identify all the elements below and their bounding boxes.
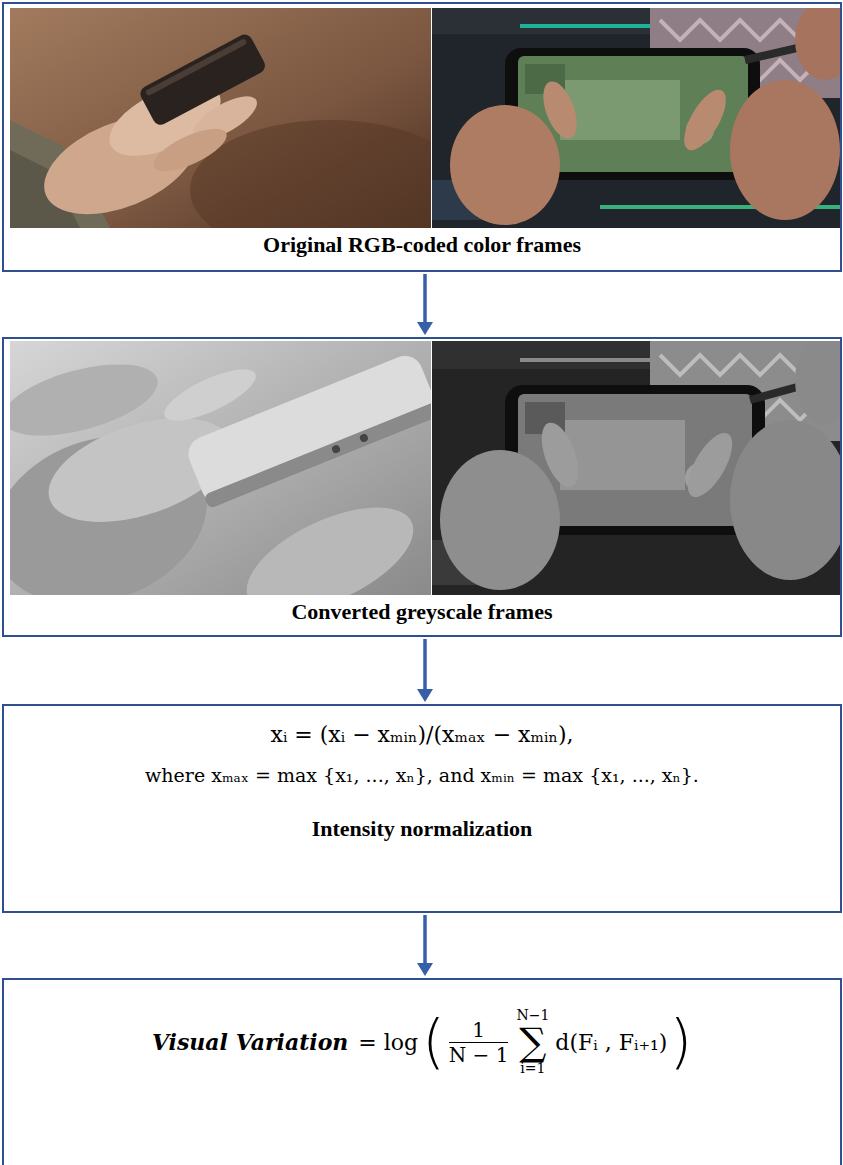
formula-line: xᵢ = (xᵢ − xₘᵢₙ)/(xₘₐₓ − xₘᵢₙ), bbox=[4, 722, 840, 748]
arrow-head bbox=[417, 689, 433, 702]
grey-photo-left bbox=[10, 341, 431, 595]
arrow-shaft bbox=[423, 639, 427, 689]
arrow-head bbox=[417, 963, 433, 976]
arrow-head bbox=[417, 322, 433, 335]
photo-panel: Converted greyscale frames bbox=[2, 337, 842, 637]
sum-sign: ∑ bbox=[519, 1023, 546, 1061]
panel-caption: Converted greyscale frames bbox=[4, 599, 840, 625]
formula-text: d(Fᵢ , Fᵢ₊₁) bbox=[553, 1030, 669, 1055]
panel-caption: Intensity normalization bbox=[4, 816, 840, 842]
summation: N−1∑i=1 bbox=[516, 1008, 549, 1077]
sum-limit: i=1 bbox=[520, 1061, 545, 1076]
formula-text: = log bbox=[354, 1030, 422, 1055]
grey-photo-right bbox=[432, 341, 841, 595]
flow-arrow bbox=[417, 274, 433, 335]
fraction: 1N − 1 bbox=[449, 1018, 509, 1067]
sum-limit: N−1 bbox=[516, 1008, 549, 1023]
flow-arrow bbox=[417, 915, 433, 976]
formula-line: where xₘₐₓ = max {x₁, ..., xₙ}, and xₘᵢₙ… bbox=[4, 764, 840, 787]
photo-panel: Original RGB-coded color frames bbox=[2, 2, 842, 272]
color-photo-right bbox=[432, 8, 841, 228]
flow-arrow bbox=[417, 639, 433, 702]
fraction-denominator: N − 1 bbox=[449, 1043, 509, 1067]
formula-name: Visual Variation bbox=[152, 1029, 354, 1055]
formula-row: Visual Variation= log(1N − 1N−1∑i=1d(Fᵢ … bbox=[4, 1008, 840, 1077]
paren: ) bbox=[669, 1013, 692, 1071]
color-photo-left bbox=[10, 8, 431, 228]
panel-caption: Original RGB-coded color frames bbox=[4, 232, 840, 258]
formula-box: Visual Variation= log(1N − 1N−1∑i=1d(Fᵢ … bbox=[2, 978, 842, 1165]
fraction-numerator: 1 bbox=[449, 1018, 509, 1043]
arrow-shaft bbox=[423, 274, 427, 322]
formula-box: xᵢ = (xᵢ − xₘᵢₙ)/(xₘₐₓ − xₘᵢₙ), where xₘₐ… bbox=[2, 704, 842, 913]
paren: ( bbox=[422, 1013, 445, 1071]
arrow-shaft bbox=[423, 915, 427, 963]
